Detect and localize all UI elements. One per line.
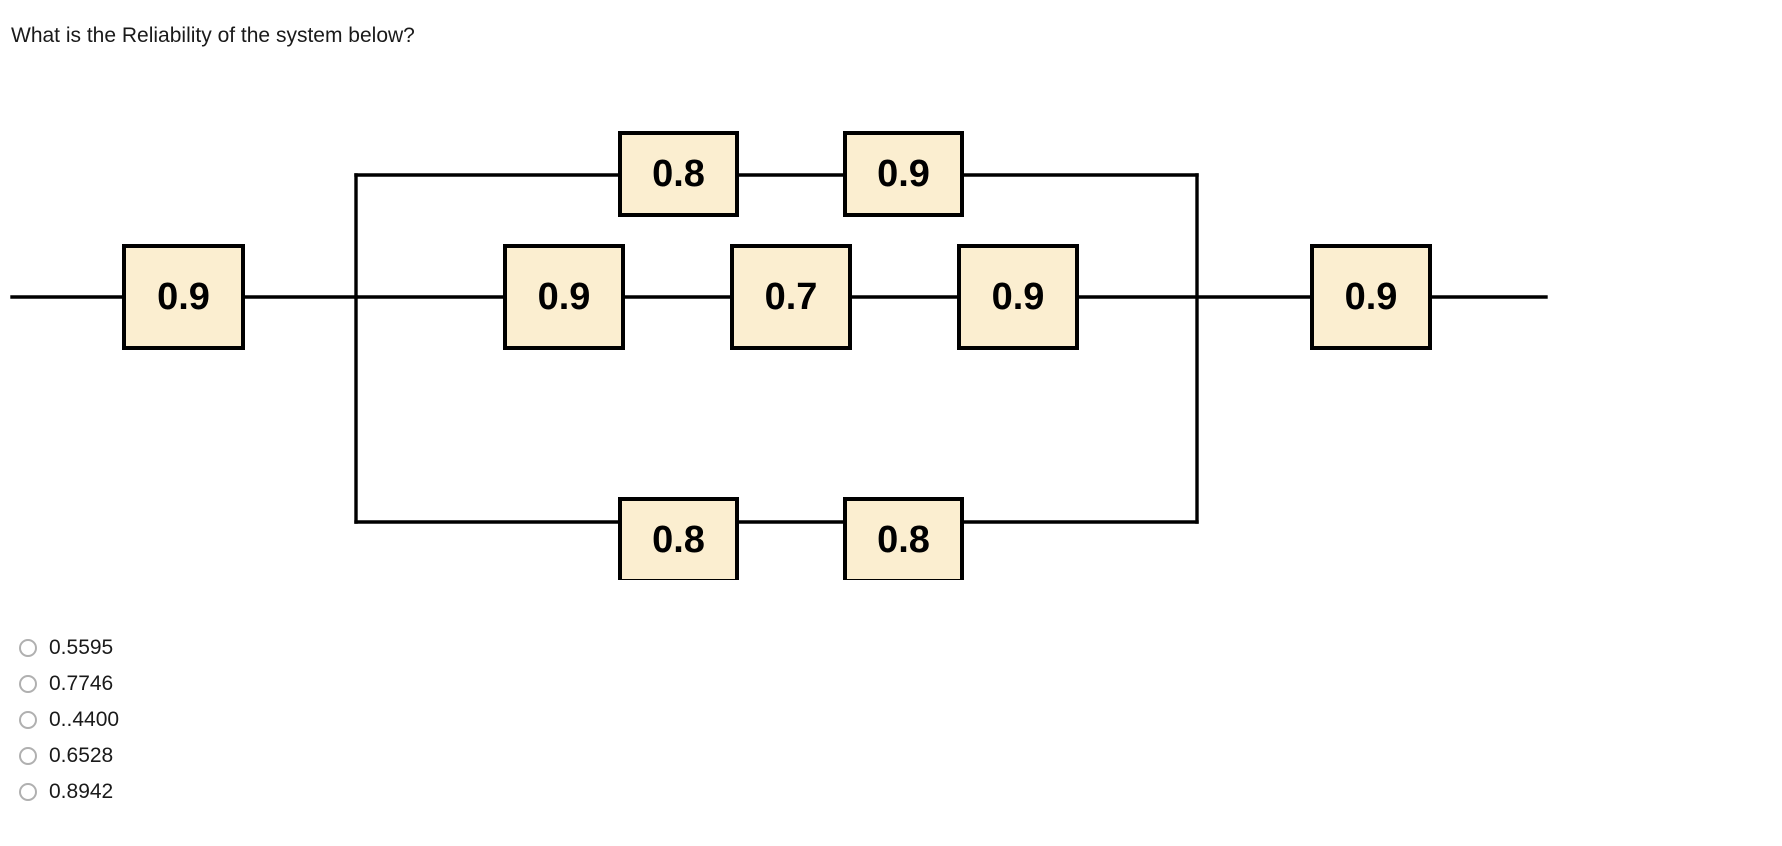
block-label: 0.8 (652, 519, 705, 561)
radio-button-icon[interactable] (19, 675, 37, 693)
block-label: 0.9 (877, 153, 930, 195)
radio-button-icon[interactable] (19, 783, 37, 801)
reliability-block-diagram: 0.9 0.8 0.9 0.9 0.7 0.9 0.8 0.8 (0, 80, 1782, 580)
block-top-branch-2: 0.9 (843, 131, 964, 217)
block-input-series: 0.9 (122, 244, 245, 350)
option-row-4[interactable]: 0.6528 (14, 738, 514, 774)
block-bottom-branch-1: 0.8 (618, 497, 739, 580)
block-bottom-branch-2: 0.8 (843, 497, 964, 580)
option-row-5[interactable]: 0.8942 (14, 774, 514, 810)
option-label: 0.7746 (49, 672, 114, 695)
block-middle-branch-1: 0.9 (503, 244, 625, 350)
block-top-branch-1: 0.8 (618, 131, 739, 217)
radio-button-icon[interactable] (19, 747, 37, 765)
block-middle-branch-2: 0.7 (730, 244, 852, 350)
option-label: 0..4400 (49, 708, 120, 731)
block-label: 0.7 (765, 276, 818, 318)
option-row-1[interactable]: 0.5595 (14, 630, 514, 666)
option-row-2[interactable]: 0.7746 (14, 666, 514, 702)
option-label: 0.6528 (49, 744, 114, 767)
block-label: 0.9 (538, 276, 591, 318)
block-label: 0.8 (652, 153, 705, 195)
radio-button-icon[interactable] (19, 639, 37, 657)
block-label: 0.9 (1345, 276, 1398, 318)
block-label: 0.9 (992, 276, 1045, 318)
answer-options-list: 0.5595 0.7746 0..4400 0.6528 0.8942 (14, 630, 514, 810)
radio-button-icon[interactable] (19, 711, 37, 729)
option-row-3[interactable]: 0..4400 (14, 702, 514, 738)
block-label: 0.9 (157, 276, 210, 318)
block-middle-branch-3: 0.9 (957, 244, 1079, 350)
question-prompt: What is the Reliability of the system be… (11, 24, 415, 47)
option-label: 0.5595 (49, 636, 114, 659)
block-output-series: 0.9 (1310, 244, 1432, 350)
option-label: 0.8942 (49, 780, 114, 803)
block-label: 0.8 (877, 519, 930, 561)
